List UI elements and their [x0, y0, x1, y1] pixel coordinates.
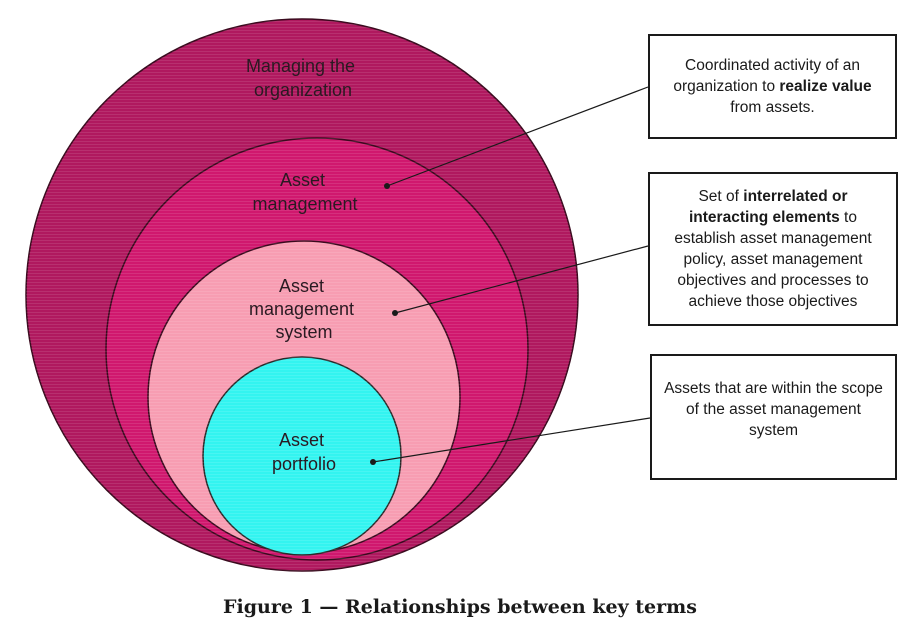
definition-bold-run: interrelated or interacting elements [689, 188, 848, 226]
figure-caption: Figure 1 — Relationships between key ter… [223, 596, 697, 618]
definition-text-asset-portfolio: Assets that are within the scope of the … [660, 378, 887, 441]
definition-box-asset-portfolio: Assets that are within the scope of the … [650, 354, 897, 480]
definition-box-asset-management-system: Set of interrelated or interacting eleme… [648, 172, 898, 326]
definition-bold-run: realize value [779, 78, 872, 95]
label-asset-management: Asset management [252, 170, 357, 214]
definition-box-asset-management: Coordinated activity of an organization … [648, 34, 897, 139]
leader-dot-asset-management [384, 183, 390, 189]
label-managing-the-organization: Managing the organization [246, 56, 360, 100]
definition-text-run: to establish asset management policy, as… [674, 209, 872, 310]
definition-text-run: Set of [698, 188, 744, 205]
definition-text-run: Coordinated activity of an organization … [673, 57, 860, 95]
definition-text-asset-management: Coordinated activity of an organization … [658, 55, 887, 118]
definition-text-run: Assets that are within the scope of the … [664, 380, 883, 439]
texture-overlay [26, 19, 578, 571]
leader-dot-asset-portfolio [370, 459, 376, 465]
label-asset-management-system: Asset management system [249, 276, 359, 342]
leader-line-asset-management [386, 86, 649, 187]
leader-line-asset-portfolio [372, 417, 651, 463]
leader-line-asset-management-system [394, 245, 649, 314]
leader-dot-asset-management-system [392, 310, 398, 316]
definition-text-asset-management-system: Set of interrelated or interacting eleme… [658, 186, 888, 312]
definition-text-run: from assets. [730, 99, 815, 116]
label-asset-portfolio: Asset portfolio [272, 430, 336, 474]
